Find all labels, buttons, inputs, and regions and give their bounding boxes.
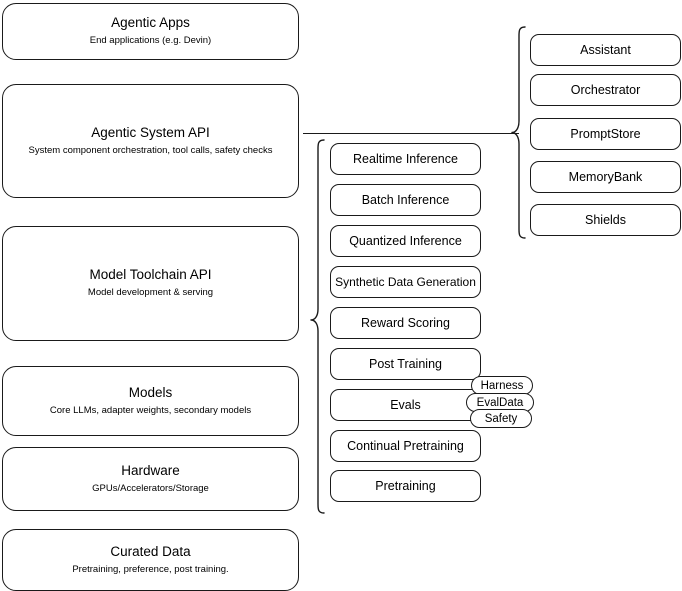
layer-title: Agentic System API [91,124,210,140]
cap-box-continual-pretraining[interactable]: Continual Pretraining [330,430,481,462]
cap-box-shields[interactable]: Shields [530,204,681,236]
cap-box-assistant[interactable]: Assistant [530,34,681,66]
brace-agentic-system-components [511,26,526,239]
cap-box-memorybank[interactable]: MemoryBank [530,161,681,193]
layer-title: Curated Data [110,543,191,559]
cap-box-realtime-inference[interactable]: Realtime Inference [330,143,481,175]
cap-box-pretraining[interactable]: Pretraining [330,470,481,502]
cap-box-orchestrator[interactable]: Orchestrator [530,74,681,106]
layer-subtitle: System component orchestration, tool cal… [28,144,273,156]
brace-model-toolchain-capabilities [310,139,325,514]
cap-box-synthetic-data-generation[interactable]: Synthetic Data Generation [330,266,481,298]
layer-title: Hardware [121,462,180,478]
layer-title: Agentic Apps [111,15,190,31]
connector-agentic-system-api-to-components [303,132,519,134]
cap-box-post-training[interactable]: Post Training [330,348,481,380]
cap-box-evals[interactable]: Evals [330,389,481,421]
cap-box-batch-inference[interactable]: Batch Inference [330,184,481,216]
cap-box-reward-scoring[interactable]: Reward Scoring [330,307,481,339]
layer-block-models[interactable]: Models Core LLMs, adapter weights, secon… [2,366,299,436]
pill-evaldata[interactable]: EvalData [466,393,534,412]
layer-block-curated-data[interactable]: Curated Data Pretraining, preference, po… [2,529,299,591]
layer-subtitle: GPUs/Accelerators/Storage [92,482,209,494]
layer-block-agentic-apps[interactable]: Agentic Apps End applications (e.g. Devi… [2,3,299,60]
cap-box-quantized-inference[interactable]: Quantized Inference [330,225,481,257]
layer-block-hardware[interactable]: Hardware GPUs/Accelerators/Storage [2,447,299,511]
layer-subtitle: Pretraining, preference, post training. [72,563,229,575]
layer-subtitle: Model development & serving [87,287,214,299]
layer-subtitle: Core LLMs, adapter weights, secondary mo… [49,404,252,416]
layer-title: Models [128,384,173,400]
pill-safety[interactable]: Safety [470,409,532,428]
layer-title: Model Toolchain API [89,267,212,283]
layer-subtitle: End applications (e.g. Devin) [89,35,212,47]
cap-box-promptstore[interactable]: PromptStore [530,118,681,150]
layer-block-model-toolchain-api[interactable]: Model Toolchain API Model development & … [2,226,299,341]
layer-block-agentic-system-api[interactable]: Agentic System API System component orch… [2,84,299,198]
